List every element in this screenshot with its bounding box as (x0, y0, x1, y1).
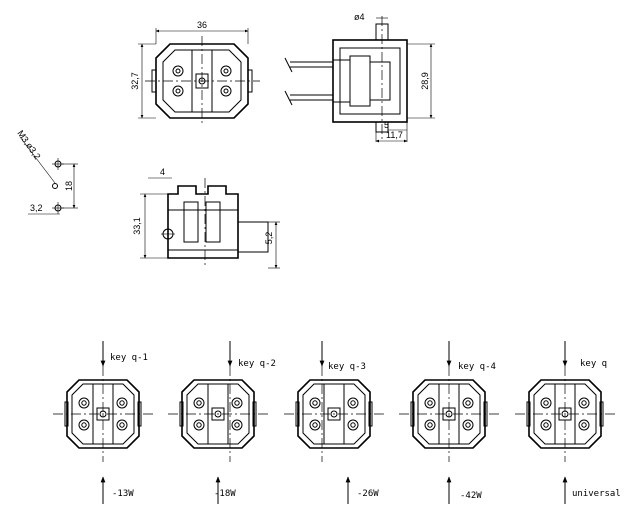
variant-26w (284, 341, 384, 504)
side-depth-label: 11,7 (386, 130, 403, 140)
side-pin-diameter-label: ø4 (354, 12, 365, 22)
mount-holes: M3,ø3,2 18 3,2 (15, 128, 78, 215)
front-height-label: 33,1 (132, 217, 142, 235)
side-height-label: 28,9 (420, 72, 430, 90)
variant-power-label: universal (572, 489, 621, 499)
variant-key-label: key q (580, 359, 607, 369)
side-offset-label: 5 (384, 120, 389, 130)
side-view: ø4 28,9 5 11,7 (284, 12, 435, 143)
front-pin-height-label: 5,2 (264, 232, 274, 245)
variant-key-label: key q-4 (458, 362, 496, 372)
mount-hole-label: M3,ø3,2 (15, 128, 42, 161)
top-height-label: 32,7 (130, 72, 140, 90)
variant-power-label: -18W (214, 489, 236, 499)
front-view: 4 33,1 5,2 (132, 167, 280, 269)
variant-13w (53, 341, 153, 504)
mount-offset-label: 3,2 (30, 203, 43, 213)
variant-key-label: key q-1 (110, 353, 148, 363)
top-view: 36 32,7 (130, 20, 260, 126)
variant-power-label: -42W (460, 491, 482, 501)
variant-power-label: -13W (112, 489, 134, 499)
front-offset-label: 4 (160, 167, 165, 177)
variant-power-label: -26W (357, 489, 379, 499)
variant-key-label: key q-3 (328, 362, 366, 372)
variant-18w (168, 341, 268, 504)
variant-universal (515, 341, 615, 504)
mount-spacing-label: 18 (64, 181, 74, 191)
variant-42w (399, 341, 499, 504)
top-width-label: 36 (197, 20, 207, 30)
variant-key-label: key q-2 (238, 359, 276, 369)
